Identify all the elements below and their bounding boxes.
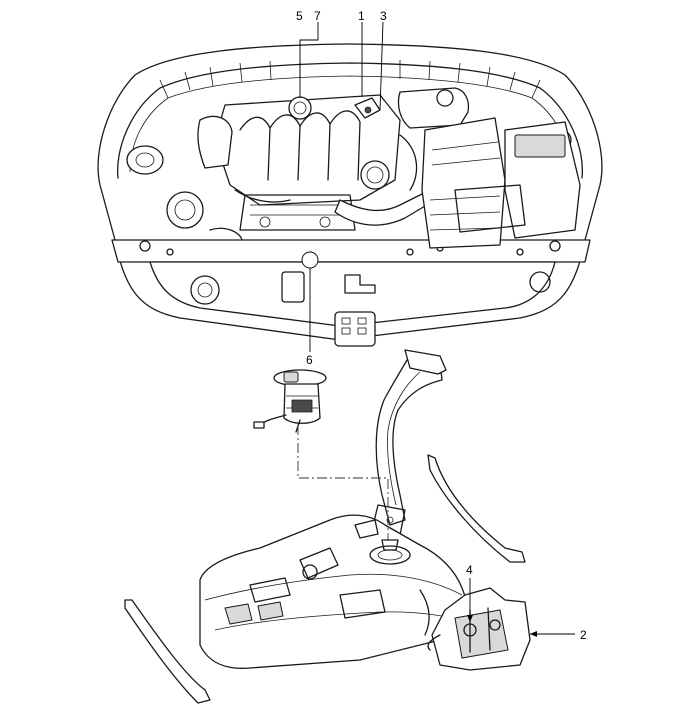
filler-cap-housing <box>404 349 447 375</box>
tank-top-valve <box>354 519 379 539</box>
callout-2: 2 <box>580 628 587 642</box>
canister-assembly <box>427 587 531 671</box>
battery-top-cover <box>514 134 566 158</box>
callout-3: 3 <box>380 9 387 23</box>
pump-motor <box>291 399 313 413</box>
canister-port-2 <box>489 619 501 631</box>
callout-6: 6 <box>306 353 313 367</box>
tank-rib-1 <box>299 547 339 579</box>
pump-port-top <box>381 539 399 551</box>
canister-hose <box>427 634 441 651</box>
fuel-tank <box>199 514 471 669</box>
brake-fluid-reservoir <box>197 115 233 169</box>
leader-5-7 <box>299 22 319 98</box>
latch-plate-slots <box>341 317 367 335</box>
tank-seam <box>204 573 463 601</box>
fuel-pump-module <box>253 369 327 433</box>
oil-filler-cap <box>288 96 312 120</box>
support-bolts <box>139 240 561 256</box>
leader-lines <box>299 21 575 637</box>
throttle-body <box>360 160 390 190</box>
arrow-2 <box>530 631 537 637</box>
callout-6-marker <box>301 251 319 269</box>
horn-right <box>529 271 551 293</box>
latch-plate <box>334 311 376 347</box>
leader-3 <box>379 21 384 111</box>
tank-rib-3 <box>339 589 386 619</box>
heater-hose <box>399 134 418 191</box>
fuse-box <box>454 184 526 233</box>
tank-valve <box>302 564 318 580</box>
strut-tower-left <box>126 145 164 175</box>
bay-inner-rim-2 <box>129 75 571 173</box>
callout-4: 4 <box>466 563 473 577</box>
tank-strap-right <box>427 454 526 563</box>
pump-connector <box>283 371 299 383</box>
canister-port-1 <box>463 623 477 637</box>
arrow-4 <box>467 615 473 622</box>
tank-dimple-2 <box>257 601 284 621</box>
tank-vent-line <box>419 589 430 636</box>
fuel-level-float <box>253 421 265 429</box>
air-cleaner-box <box>421 117 506 249</box>
engine-block-front <box>239 194 356 231</box>
coolant-reservoir <box>397 87 470 129</box>
filler-tube <box>375 354 443 526</box>
fuel-filler-neck <box>371 349 447 536</box>
engine-details <box>250 204 345 228</box>
radiator-support <box>111 239 591 263</box>
intake-runners <box>239 110 361 181</box>
hood-latch <box>344 274 376 294</box>
callout-7: 7 <box>314 9 321 23</box>
tank-strap-left <box>124 599 211 704</box>
oil-filter <box>166 191 204 229</box>
front-bumper-beam <box>149 261 556 327</box>
canister-body <box>454 609 509 659</box>
tank-rib-2 <box>249 577 291 603</box>
tank-dimple-1 <box>224 603 253 625</box>
pump-alignment-line <box>297 425 389 540</box>
engine-compartment <box>97 43 603 347</box>
latch-bracket <box>281 271 305 303</box>
horn-left-center <box>197 282 213 298</box>
horn-left <box>190 275 220 305</box>
wire-harness <box>234 189 291 203</box>
bay-inner-rim <box>116 62 584 179</box>
callout-1: 1 <box>358 9 365 23</box>
hose-left <box>209 227 243 241</box>
callout-labels: 5 7 1 3 6 4 2 <box>296 9 587 642</box>
tank-pump-port <box>369 545 411 565</box>
fuel-pressure-fitting <box>364 106 372 114</box>
callout-5: 5 <box>296 9 303 23</box>
air-cleaner-ribs <box>429 141 501 231</box>
